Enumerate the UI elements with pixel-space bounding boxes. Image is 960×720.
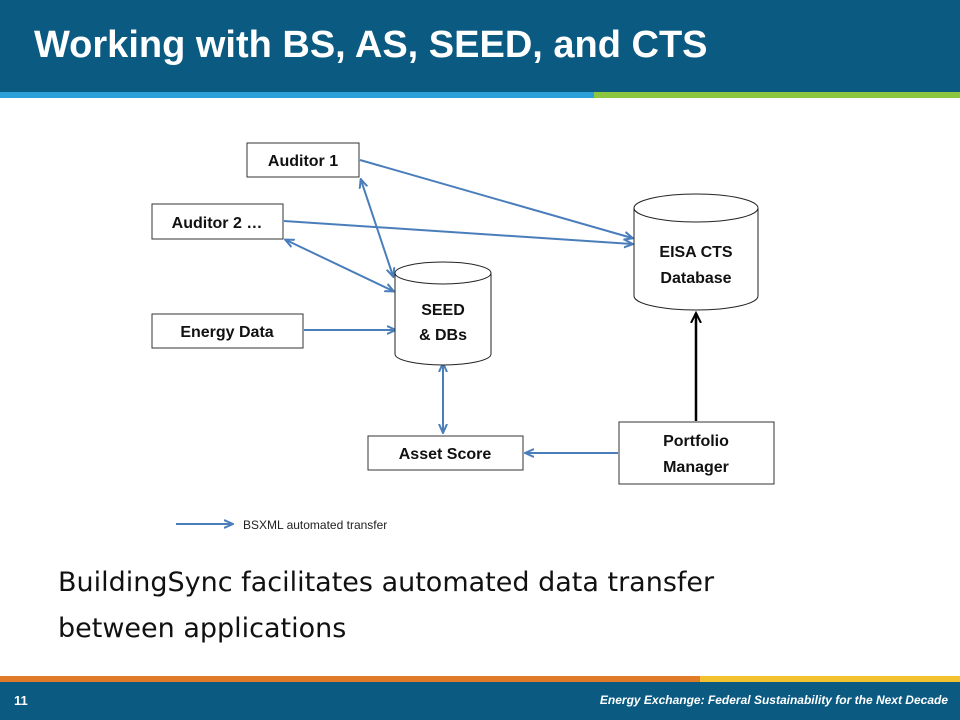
eisa-label-line2: Database bbox=[660, 270, 731, 287]
asset-score-label: Asset Score bbox=[399, 446, 492, 463]
seed-database-cylinder: SEED & DBs bbox=[394, 261, 492, 366]
portfolio-label-line2: Manager bbox=[663, 459, 729, 476]
legend-label: BSXML automated transfer bbox=[243, 518, 387, 532]
portfolio-manager-box: Portfolio Manager bbox=[618, 421, 775, 485]
slide-title: Working with BS, AS, SEED, and CTS bbox=[34, 24, 708, 66]
footer-bar: 11 Energy Exchange: Federal Sustainabili… bbox=[0, 682, 960, 720]
accent-bar-blue bbox=[0, 92, 594, 98]
eisa-label-line1: EISA CTS bbox=[659, 244, 733, 261]
auditor-2-box: Auditor 2 … bbox=[151, 203, 284, 240]
page-number: 11 bbox=[14, 693, 28, 708]
asset-score-box: Asset Score bbox=[367, 435, 524, 471]
auditor-2-label: Auditor 2 … bbox=[172, 215, 263, 232]
footer-accent-yellow bbox=[700, 676, 960, 682]
footer-tagline: Energy Exchange: Federal Sustainability … bbox=[599, 693, 948, 707]
arrow-auditor2-seed bbox=[286, 240, 393, 291]
auditor-1-box: Auditor 1 bbox=[246, 142, 360, 178]
accent-bar-green bbox=[594, 92, 960, 98]
footer-accent-orange bbox=[0, 676, 700, 682]
portfolio-label-line1: Portfolio bbox=[663, 433, 729, 450]
arrow-auditor2-to-eisa bbox=[283, 220, 632, 244]
energy-data-box: Energy Data bbox=[151, 313, 304, 349]
auditor-1-label: Auditor 1 bbox=[268, 153, 338, 170]
caption-text: BuildingSync facilitates automated data … bbox=[58, 567, 715, 644]
header-bar: Working with BS, AS, SEED, and CTS bbox=[0, 0, 960, 92]
seed-label-line1: SEED bbox=[421, 302, 465, 319]
legend: BSXML automated transfer bbox=[176, 518, 387, 532]
seed-label-line2: & DBs bbox=[419, 327, 467, 344]
arrow-auditor1-to-eisa bbox=[359, 159, 632, 238]
eisa-cts-database-cylinder: EISA CTS Database bbox=[633, 193, 759, 311]
energy-data-label: Energy Data bbox=[180, 324, 273, 341]
